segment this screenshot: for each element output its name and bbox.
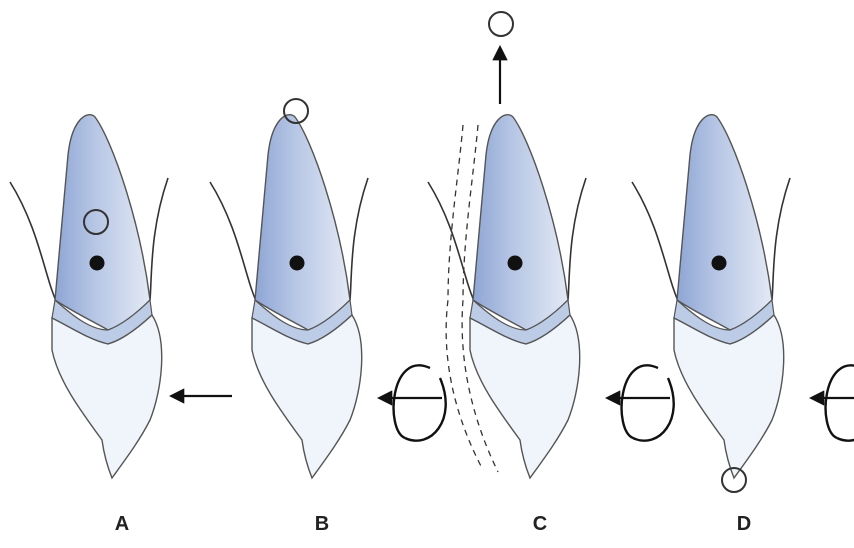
moment-symbol-d [812, 365, 854, 440]
panel-a: A [10, 115, 232, 535]
panel-c: C [428, 12, 674, 535]
label-a: A [115, 513, 129, 535]
moment-symbol-b [380, 365, 446, 440]
tooth-d [632, 115, 790, 478]
tooth-c [428, 115, 586, 478]
tooth-a [10, 115, 168, 478]
label-c: C [533, 513, 547, 535]
label-d: D [737, 513, 751, 535]
label-b: B [315, 513, 329, 535]
moment-symbol-c [608, 365, 674, 440]
marker-circle-c [489, 12, 513, 36]
panel-b: B [210, 99, 446, 535]
tooth-b [210, 115, 368, 478]
panel-d: D [632, 115, 854, 535]
